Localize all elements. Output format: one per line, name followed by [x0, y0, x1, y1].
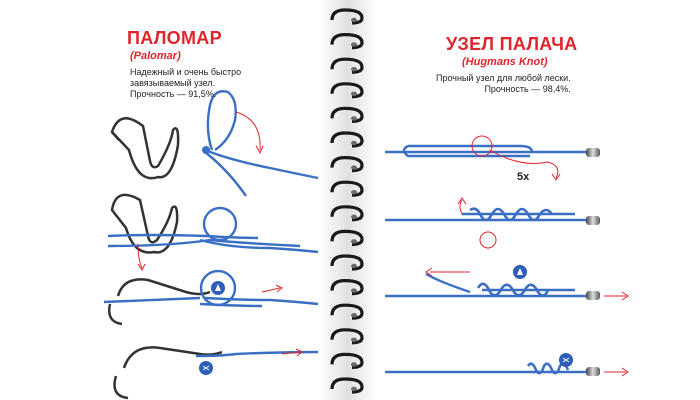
spiral-ring: [330, 106, 364, 123]
hugmans-subtitle: (Hugmans Knot): [462, 56, 548, 68]
binding-hole: [351, 337, 357, 342]
binding-hole: [351, 91, 357, 97]
loop-marker: [471, 135, 493, 157]
palomar-desc-line: завязываемый узел.: [130, 78, 216, 88]
spiral-ring: [330, 131, 364, 148]
hugmans-step-3: [385, 265, 629, 301]
binding-hole: [351, 313, 357, 318]
right-page: [352, 0, 700, 400]
direction-arrow: [281, 351, 301, 355]
left-page: [0, 0, 340, 400]
spiral-ring: [330, 328, 364, 345]
direction-arrow: [235, 111, 261, 151]
swivel-icon: [586, 291, 600, 300]
hugmans-desc-line: Прочный узел для любой лески.: [436, 73, 571, 83]
binding-hole: [351, 17, 357, 23]
palomar-description: Надежный и очень быстро завязываемый узе…: [130, 67, 241, 100]
binding-hole: [351, 386, 357, 392]
swivel-icon: [586, 367, 600, 376]
palomar-step-4: [113, 346, 319, 400]
swivel-icon: [586, 216, 600, 225]
hugmans-desc-line: Прочность — 98,4%.: [484, 84, 571, 94]
spiral-ring: [330, 82, 364, 99]
hook-icon: [110, 193, 179, 254]
binding-hole: [351, 288, 357, 293]
spiral-ring: [330, 155, 364, 173]
palomar-desc-line: Прочность — 91,5%.: [130, 89, 217, 99]
spine-shadow: [318, 0, 378, 400]
spiral-ring: [330, 254, 364, 271]
loop-marker: [479, 231, 497, 249]
binding-hole: [351, 214, 357, 219]
swivel-icon: [586, 148, 600, 157]
binding-hole: [351, 140, 357, 146]
binding-hole: [351, 239, 357, 244]
palomar-step-1: [110, 90, 319, 197]
binding-hole: [351, 67, 357, 72]
spiral-ring: [330, 278, 364, 296]
binding-hole: [351, 362, 357, 367]
hugmans-title: УЗЕЛ ПАЛАЧА: [446, 34, 578, 54]
palomar-step-2: [107, 193, 319, 271]
binding-hole: [351, 165, 357, 170]
binding-hole: [351, 116, 357, 121]
direction-arrow: [137, 243, 143, 269]
spiral-ring: [330, 303, 364, 320]
fishing-line: [206, 90, 237, 151]
hugmans-step-2: [385, 197, 600, 249]
spiral-ring: [330, 229, 364, 246]
hugmans-step-1: [385, 135, 600, 181]
hook-icon: [122, 346, 223, 369]
direction-arrow: [261, 287, 281, 293]
spiral-ring: [330, 352, 364, 369]
spiral-binding: [330, 8, 364, 394]
hugmans-description: Прочный узел для любой лески. Прочность …: [436, 73, 571, 95]
spiral-ring: [330, 57, 364, 74]
hugmans-step-4: [385, 353, 629, 377]
spiral-ring: [330, 8, 364, 25]
spiral-ring: [330, 205, 364, 222]
palomar-step-3: [103, 269, 319, 326]
palomar-desc-line: Надежный и очень быстро: [130, 67, 242, 77]
palomar-title: ПАЛОМАР: [127, 28, 222, 48]
spiral-ring: [330, 377, 364, 394]
spiral-ring: [330, 180, 364, 197]
hook-icon: [116, 278, 211, 297]
binding-hole: [351, 263, 357, 269]
hook-icon: [110, 117, 180, 180]
turns-count-label: 5x: [517, 171, 530, 183]
binding-hole: [351, 42, 357, 47]
binding-hole: [351, 190, 357, 195]
palomar-subtitle: (Palomar): [130, 50, 181, 62]
spiral-ring: [330, 32, 364, 50]
